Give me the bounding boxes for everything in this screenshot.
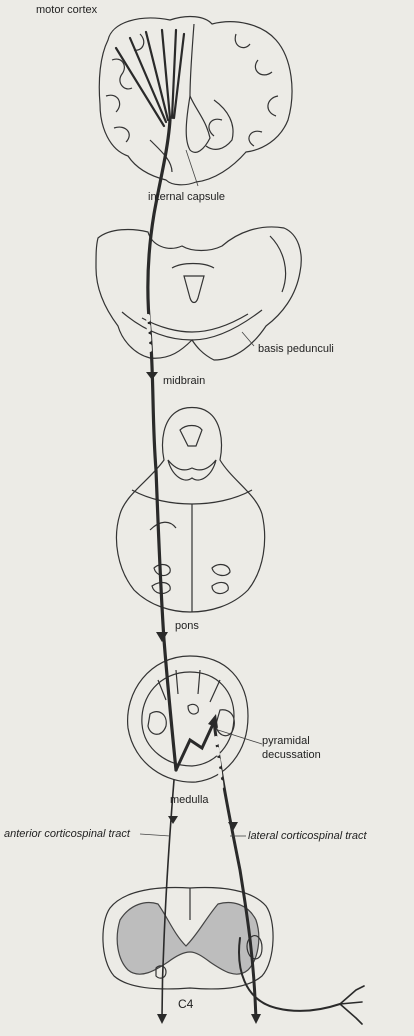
pons-tegmentum [168,460,216,480]
pons-fourth-ventricle [180,426,202,447]
medulla-inner-ring [142,672,234,766]
label-pyramidal: pyramidal [262,735,310,747]
spinal-gray-matter [117,903,259,975]
medulla-section [128,656,248,782]
pons-outline [116,408,264,613]
arrow-decussation [208,714,218,728]
label-anterior-corticospinal-tract: anterior corticospinal tract [4,828,130,840]
brain-midline [190,24,194,96]
midbrain-section [96,227,301,360]
leader-basis-pedunculi [242,332,254,346]
arrow-anterior-mid [168,816,178,824]
motor-end-branches [340,986,364,1024]
arrow-lateral-bottom [251,1014,261,1024]
label-internal-capsule: internal capsule [148,191,225,203]
label-basis-pedunculi: basis pedunculi [258,343,334,355]
arrow-midbrain [146,372,158,380]
label-pons: pons [175,620,199,632]
medulla-olive-right [216,710,234,736]
midbrain-tectum [172,264,214,269]
leader-internal-capsule [186,150,198,186]
label-medulla: medulla [170,794,209,806]
midbrain-aqueduct [184,276,204,303]
brain-outline [99,17,292,185]
leader-pyramidal-decussation [218,730,262,744]
brain-gyri-right [209,34,278,146]
label-lateral-corticospinal-tract: lateral corticospinal tract [248,830,367,842]
medulla-canal [188,704,198,714]
pons-faint-tract [150,522,176,530]
brain-ventricle [186,96,210,152]
decussation-crossover [176,722,214,770]
spinal-cord-section [103,888,273,989]
label-decussation: decussation [262,749,321,761]
pons-section [116,408,264,613]
midbrain-peduncle-arc [122,310,262,340]
medulla-olive-left [148,712,166,735]
medulla-outline [128,656,248,782]
pons-fiber-bundles [152,565,230,594]
brain-deep-structures [150,100,233,172]
leader-anterior-tract [140,834,170,836]
label-c4: C4 [178,998,193,1010]
label-midbrain: midbrain [163,375,205,387]
arrow-anterior-bottom [157,1014,167,1024]
arrow-lateral-mid [228,822,238,831]
cortex-fibers [116,30,184,126]
brain-gyri-left [106,34,144,142]
midbrain-peduncle-right [270,236,286,292]
lateral-tract-line [214,722,256,1020]
brain-section [99,17,292,185]
pons-tegmental-border [132,490,252,504]
label-motor-cortex: motor cortex [36,4,97,16]
arrow-pons [156,632,168,642]
